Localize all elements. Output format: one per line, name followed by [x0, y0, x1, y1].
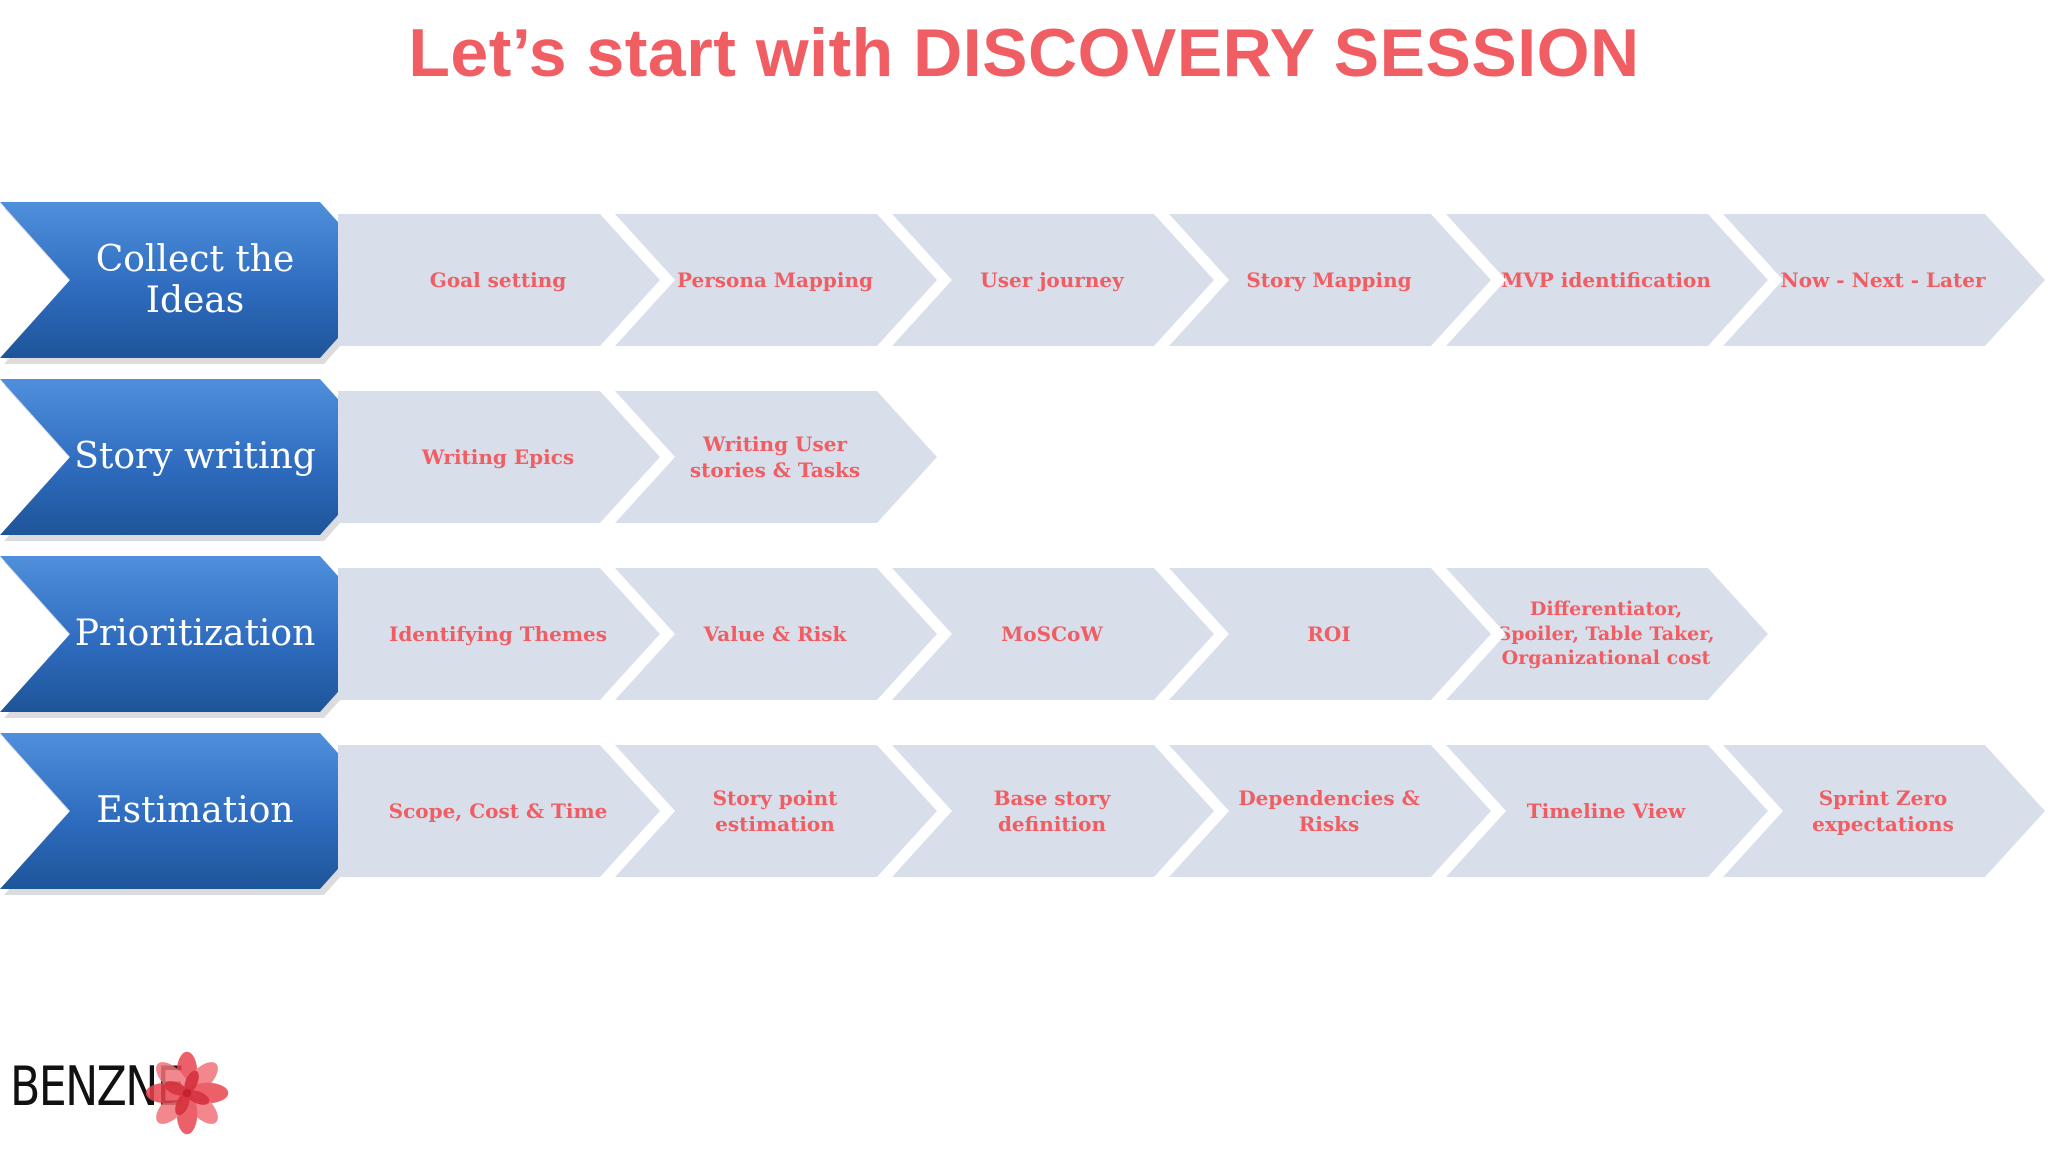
process-row-estimation: Estimation Scope, Cost & Time Story poin… [0, 733, 2048, 895]
row-head-label: Story writing [74, 436, 316, 478]
step-label: Writing Epics [421, 445, 575, 469]
step-chevron: Story point estimation [615, 745, 937, 877]
step-label: Value & Risk [703, 622, 847, 646]
process-row-collect-ideas: Collect the Ideas Goal setting Persona M… [0, 202, 2048, 364]
step-chevron: Goal setting [338, 214, 660, 346]
step-label: Scope, Cost & Time [388, 799, 608, 823]
row-head-label: Estimation [96, 790, 294, 832]
step-chevron: Now - Next - Later [1723, 214, 2045, 346]
step-label: Persona Mapping [676, 268, 873, 292]
step-chevron: Base story definition [892, 745, 1214, 877]
step-label: ROI [1307, 622, 1351, 646]
step-label: Differentiator, Spoiler, Table Taker, Or… [1497, 597, 1715, 670]
step-chevron: Timeline View [1446, 745, 1768, 877]
step-label: Identifying Themes [388, 622, 608, 646]
step-chevron: Value & Risk [615, 568, 937, 700]
step-label: User journey [980, 268, 1124, 292]
step-label: Story point estimation [712, 786, 838, 836]
step-label: Goal setting [429, 268, 567, 292]
step-label: Timeline View [1526, 799, 1686, 823]
step-chevron: ROI [1169, 568, 1491, 700]
step-chevron: Identifying Themes [338, 568, 660, 700]
step-label: Base story definition [993, 786, 1111, 836]
step-chevron: Scope, Cost & Time [338, 745, 660, 877]
process-row-prioritization: Prioritization Identifying Themes Value … [0, 556, 2048, 718]
step-chevron: Persona Mapping [615, 214, 937, 346]
step-label: Writing User stories & Tasks [689, 432, 861, 482]
page-title: Let’s start with DISCOVERY SESSION [408, 15, 1640, 91]
step-chevron: MoSCoW [892, 568, 1214, 700]
benzne-logo: BENZNE [10, 1050, 250, 1140]
step-chevron: Writing User stories & Tasks [615, 391, 937, 523]
row-head-label: Prioritization [74, 613, 316, 655]
step-label: Story Mapping [1246, 268, 1412, 292]
step-label: MVP identification [1501, 268, 1711, 292]
step-chevron: Story Mapping [1169, 214, 1491, 346]
step-chevron: User journey [892, 214, 1214, 346]
flower-icon [145, 1051, 229, 1135]
step-chevron: Writing Epics [338, 391, 660, 523]
step-chevron: Differentiator, Spoiler, Table Taker, Or… [1446, 568, 1768, 700]
step-chevron: Sprint Zero expectations [1723, 745, 2045, 877]
step-label: Now - Next - Later [1780, 268, 1986, 292]
step-label: Dependencies & Risks [1238, 786, 1420, 836]
step-label: MoSCoW [1001, 622, 1103, 646]
step-chevron: MVP identification [1446, 214, 1768, 346]
step-chevron: Dependencies & Risks [1169, 745, 1491, 877]
row-head-label: Collect the Ideas [95, 238, 295, 321]
process-row-story-writing: Story writing Writing Epics Writing User… [0, 379, 2048, 541]
step-label: Sprint Zero expectations [1812, 786, 1954, 836]
